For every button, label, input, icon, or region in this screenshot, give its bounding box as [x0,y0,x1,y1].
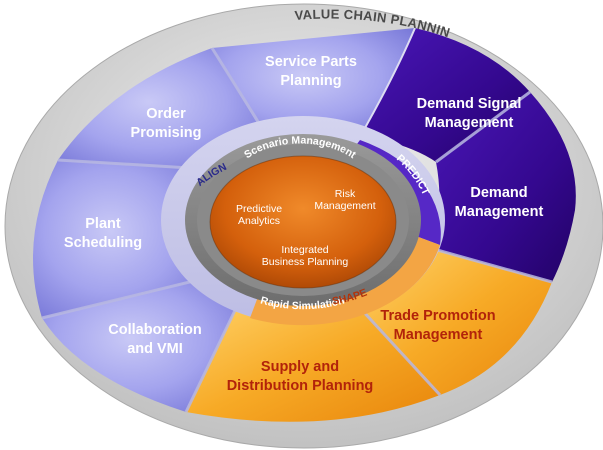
segment-dividers [41,47,553,413]
ring-label-bottom: Rapid Simulation [259,294,346,312]
segment-supply-and-distribution-planning[interactable] [186,300,440,422]
segment-service-parts-planning[interactable] [212,28,415,135]
segment-order-promising[interactable] [58,48,260,168]
core-ellipse [210,156,396,288]
core-edge [209,155,397,289]
segment-demand-signal-management[interactable] [361,28,530,162]
purple-divider [360,27,416,136]
segment-plant-scheduling[interactable] [33,160,206,318]
outer-frame-edge [4,3,603,449]
segment-collaboration-and-vmi[interactable] [42,278,240,412]
